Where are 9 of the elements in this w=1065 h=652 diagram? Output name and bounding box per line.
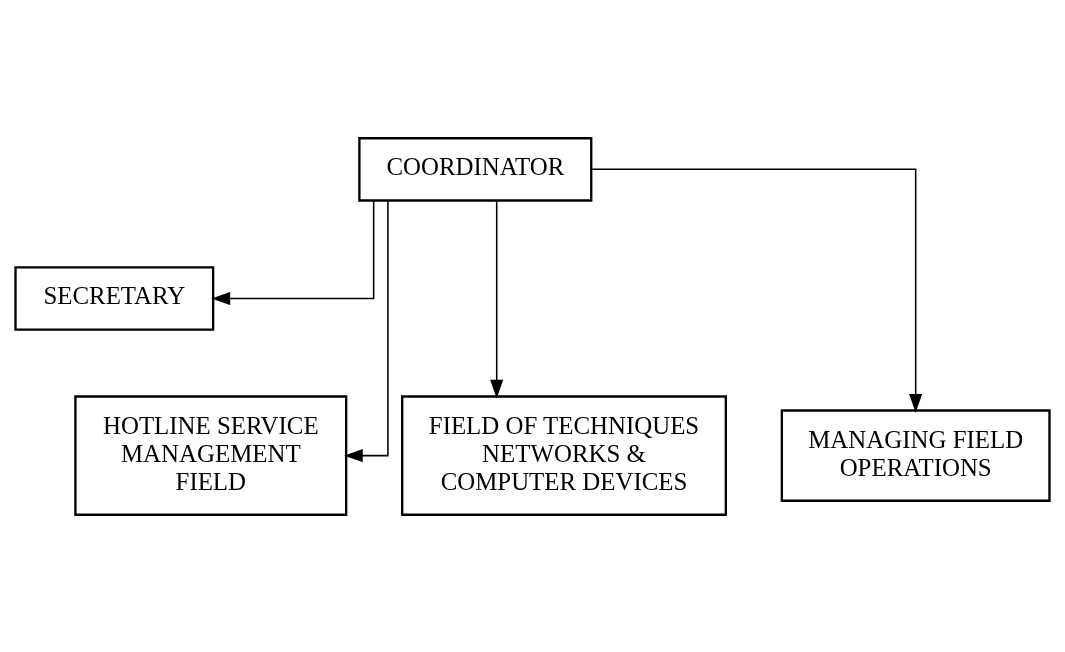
arrow bbox=[490, 199, 504, 399]
arrow bbox=[211, 199, 375, 305]
node-box: HOTLINE SERVICE MANAGEMENT FIELD bbox=[74, 394, 348, 516]
node-box: MANAGING FIELD OPERATIONS bbox=[780, 408, 1051, 502]
arrow bbox=[590, 168, 923, 413]
node-box: FIELD OF TECHNIQUES NETWORKS & COMPUTER DEVICES bbox=[401, 394, 727, 516]
node-box: COORDINATOR bbox=[358, 136, 593, 202]
arrow bbox=[344, 199, 389, 462]
node-box: SECRETARY bbox=[14, 265, 215, 331]
